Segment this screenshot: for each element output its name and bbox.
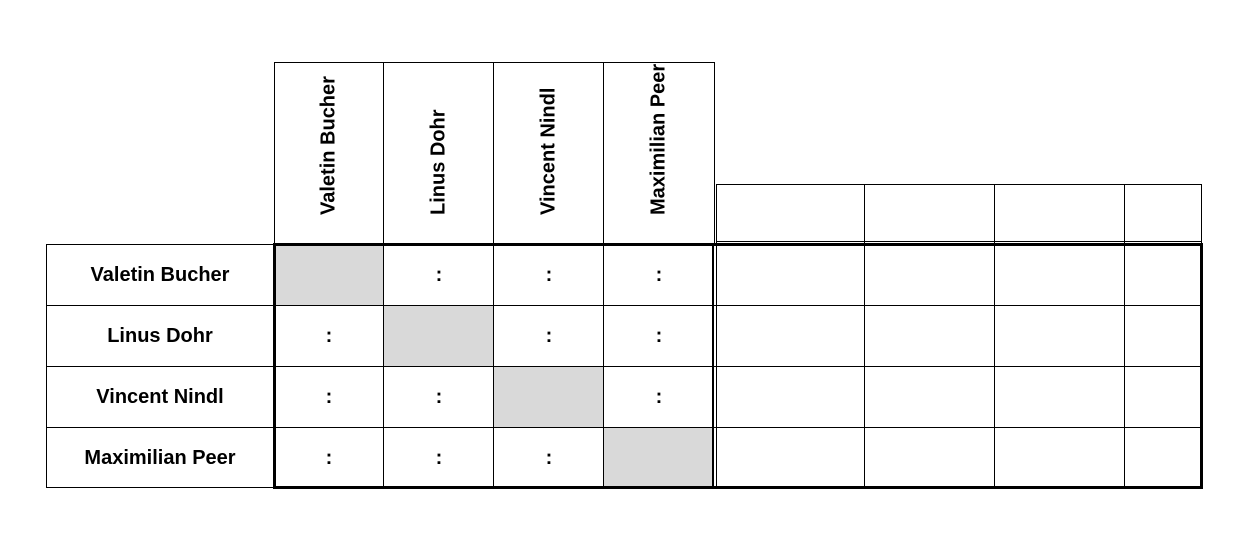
score-cell[interactable]: : (435, 264, 443, 286)
score-cell[interactable]: : (435, 386, 443, 408)
summary-grid[interactable] (716, 184, 1202, 488)
score-cell[interactable]: : (655, 264, 663, 286)
score-cell[interactable]: : (325, 386, 333, 408)
column-header-3: Vincent Nindl (494, 62, 604, 244)
column-header-2: Linus Dohr (384, 62, 494, 244)
diagonal-cell-2 (384, 306, 494, 367)
row-header-4: Maximilian Peer (84, 446, 236, 469)
score-cell[interactable]: : (545, 264, 553, 286)
score-cell[interactable]: : (545, 325, 553, 347)
column-header-label: Valetin Bucher (317, 76, 340, 215)
row-header-2: Linus Dohr (107, 325, 213, 347)
column-header-4: Maximilian Peer (604, 62, 714, 244)
diagonal-cell-3 (494, 367, 604, 428)
score-cell[interactable]: : (545, 446, 553, 469)
row-header-3: Vincent Nindl (96, 386, 224, 408)
column-header-label: Vincent Nindl (537, 87, 560, 215)
diagonal-cell-1 (274, 245, 384, 306)
score-cell[interactable]: : (325, 446, 333, 469)
diagonal-cell-4 (604, 428, 714, 488)
column-header-label: Linus Dohr (427, 109, 450, 215)
score-cell[interactable]: : (325, 325, 333, 347)
score-cell[interactable]: : (435, 446, 443, 469)
column-header-1: Valetin Bucher (274, 62, 384, 244)
score-cell[interactable]: : (655, 386, 663, 408)
score-cell[interactable]: : (655, 325, 663, 347)
column-header-label: Maximilian Peer (647, 63, 670, 215)
row-header-1: Valetin Bucher (90, 264, 230, 286)
